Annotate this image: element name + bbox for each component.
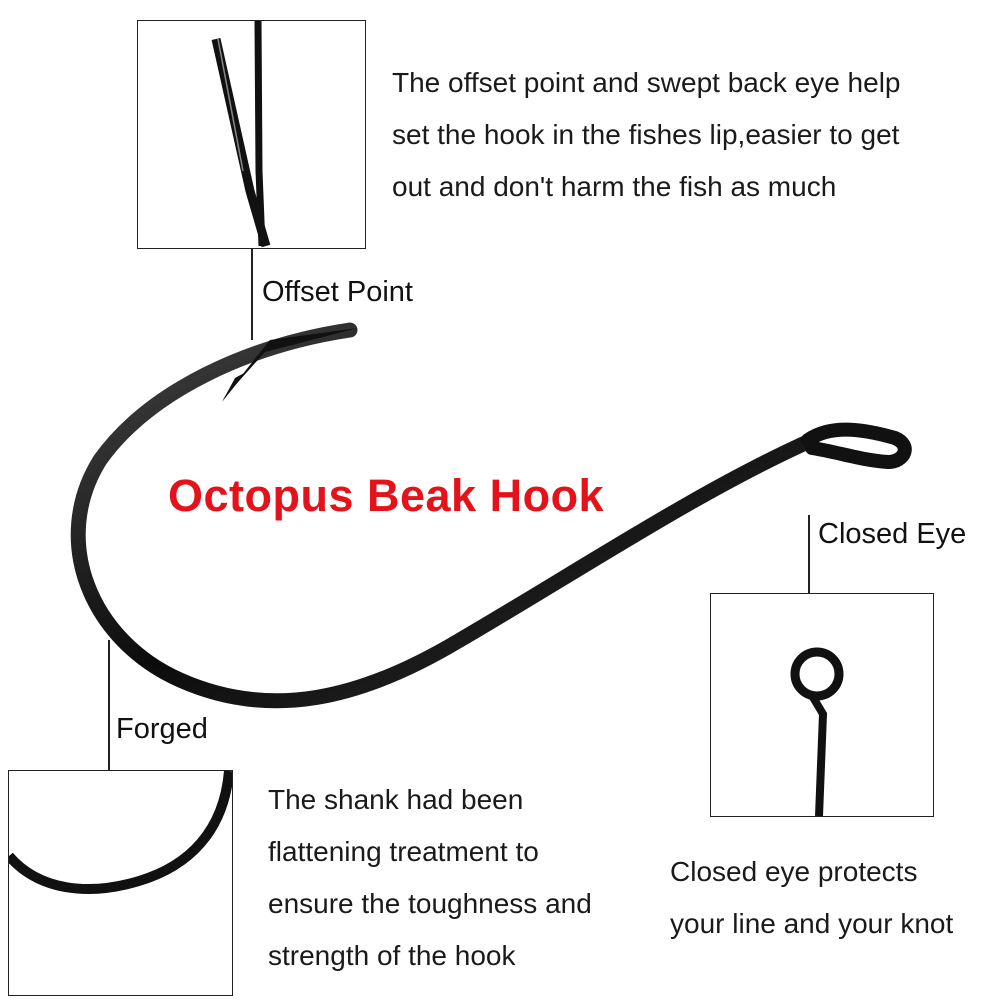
product-title: Octopus Beak Hook [168, 470, 605, 521]
offset-point-closeup [137, 20, 366, 249]
hook-point-closeup-icon [211, 21, 271, 248]
offset-point-label: Offset Point [262, 276, 413, 308]
shank-desc-line: strength of the hook [268, 940, 516, 971]
offset-description: The offset point and swept back eye help… [392, 57, 900, 213]
forged-label: Forged [116, 713, 208, 745]
offset-desc-line: set the hook in the fishes lip,easier to… [392, 119, 900, 150]
closed-eye-connector [808, 515, 810, 593]
hook-barb [222, 372, 246, 402]
eye-desc-line: Closed eye protects [670, 856, 918, 887]
shank-desc-line: flattening treatment to [268, 836, 539, 867]
offset-connector [251, 248, 253, 340]
shank-desc-line: The shank had been [268, 784, 524, 815]
hook-body [70, 322, 820, 709]
closed-eye-closeup-icon [790, 647, 844, 816]
offset-desc-line: The offset point and swept back eye help [392, 67, 901, 98]
eye-desc-line: your line and your knot [670, 908, 954, 939]
hook-point [222, 328, 358, 400]
hook-eye [801, 422, 912, 470]
forged-closeup [8, 770, 233, 996]
forged-shank-closeup-icon [9, 771, 232, 894]
closed-eye-description: Closed eye protects your line and your k… [670, 846, 953, 950]
forged-connector [108, 640, 110, 770]
offset-desc-line: out and don't harm the fish as much [392, 171, 837, 202]
shank-desc-line: ensure the toughness and [268, 888, 592, 919]
shank-description: The shank had been flattening treatment … [268, 774, 592, 982]
closed-eye-closeup [710, 593, 934, 817]
closed-eye-label: Closed Eye [818, 518, 967, 550]
